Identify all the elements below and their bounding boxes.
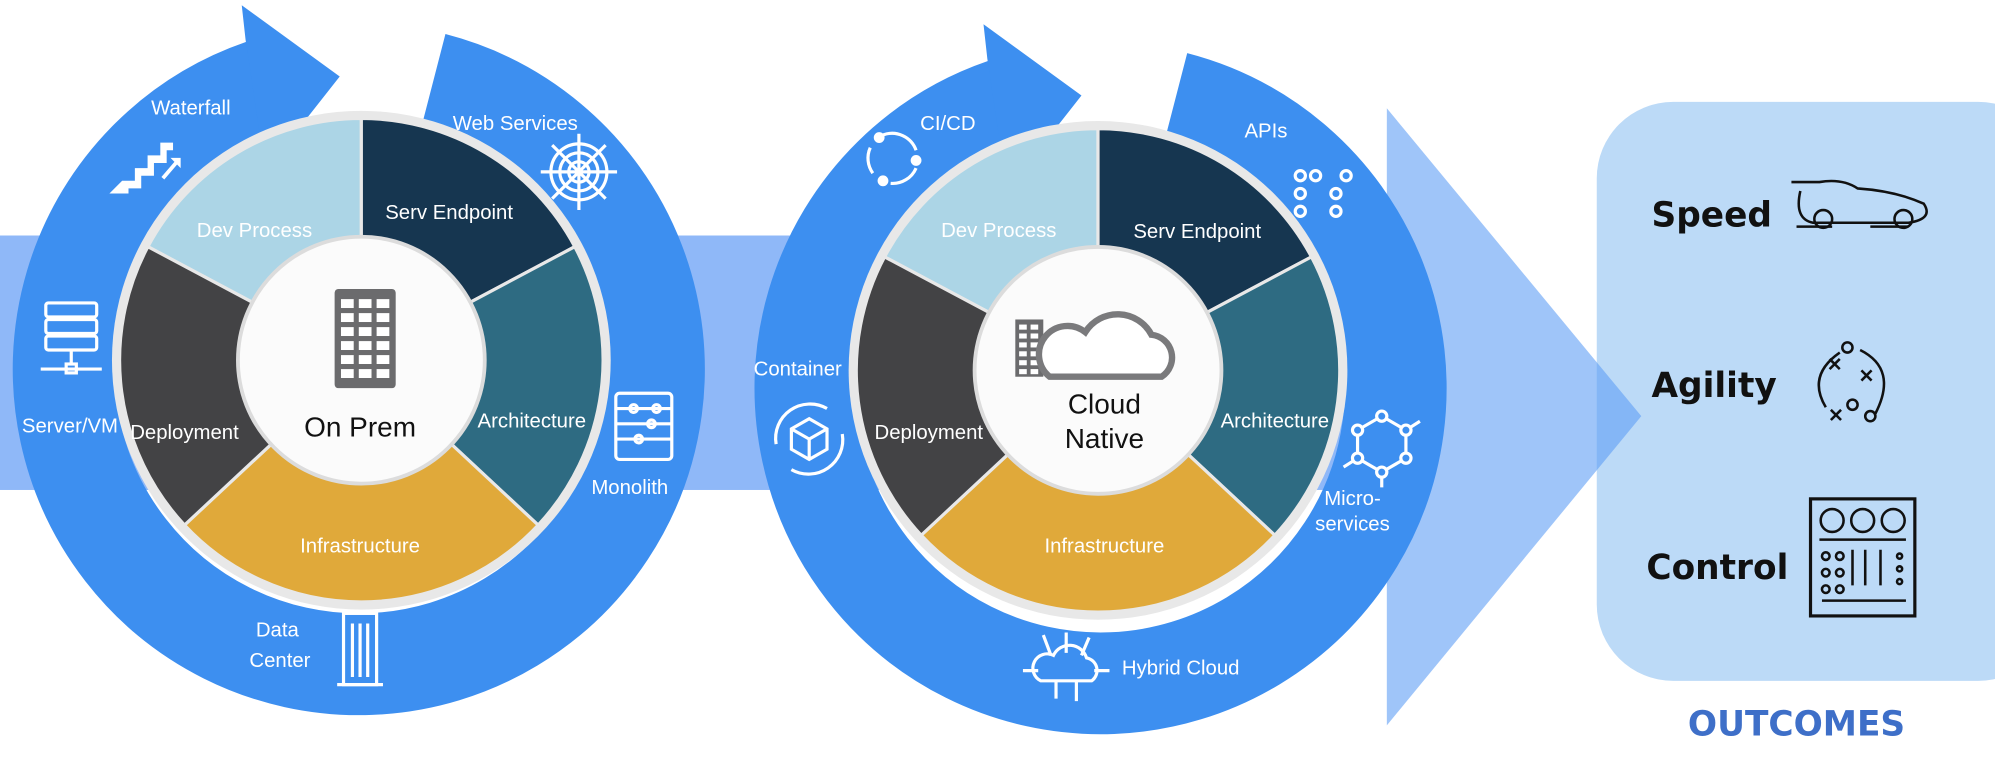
label-apis: APIs [1244,121,1287,143]
segment-label-infrastructure: Infrastructure [1044,535,1164,557]
label-cicd: CI/CD [920,113,975,135]
cloud-native-cycle [754,24,1447,735]
segment-label-dev-process: Dev Process [941,220,1056,242]
control-panel-icon [1808,497,1917,618]
label-server-vm: Server/VM [22,416,118,438]
cicd-cycle-icon [866,131,922,187]
segment-label-serv-endpoint: Serv Endpoint [1133,221,1261,243]
outcomes-title: OUTCOMES [1688,705,1905,745]
label-container: Container [754,358,842,380]
chevron-arrow [1386,108,1642,726]
segment-label-infrastructure: Infrastructure [300,535,420,557]
center-label-native: Native [1065,423,1144,454]
cycle-ring-arrow [754,53,1447,735]
stairs-icon [109,142,181,194]
spider-web-icon [540,133,618,211]
outcome-speed: Speed [1651,196,1771,236]
race-car-icon [1791,179,1928,230]
segment-label-deployment: Deployment [875,422,984,444]
cycle-ring-arrow [12,34,705,716]
segment-label-dev-process: Dev Process [197,220,312,242]
segment-label-serv-endpoint: Serv Endpoint [385,202,513,224]
label-hybrid-cloud: Hybrid Cloud [1122,657,1240,679]
play-diagram-icon [1817,341,1886,423]
outcome-agility: Agility [1651,366,1776,406]
api-dots-icon [1293,169,1353,219]
label-data: Data [256,619,300,641]
cloud-building-icon [1015,311,1176,380]
on-prem-cycle [12,5,705,716]
label-center: Center [249,650,310,672]
hybrid-cloud-icon [1022,632,1110,702]
outcomes-box [1596,101,1995,681]
segment-label-architecture: Architecture [1221,411,1330,433]
data-center-building-icon [337,611,383,687]
center-label-cloud: Cloud [1068,389,1141,420]
server-icon [40,301,102,375]
segment-label-architecture: Architecture [478,411,587,433]
label-services: services [1315,514,1390,536]
center-label-on-prem: On Prem [304,412,416,443]
label-waterfall: Waterfall [151,98,231,120]
container-box-icon [774,402,845,476]
outcome-control: Control [1646,548,1788,588]
label-monolith: Monolith [591,477,668,499]
office-building-icon [334,288,396,389]
microservices-hexagon-icon [1342,409,1421,488]
segment-label-deployment: Deployment [130,422,239,444]
label-web-services: Web Services [453,113,578,135]
abacus-icon [614,391,674,462]
label-micro: Micro- [1324,488,1381,510]
